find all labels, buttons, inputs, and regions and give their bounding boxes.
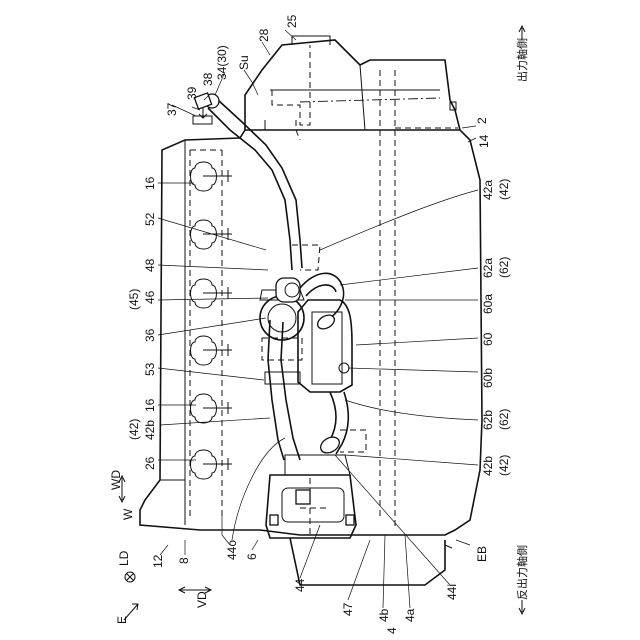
label-52: 52 <box>143 212 157 226</box>
label-16-bottom: 16 <box>143 398 157 412</box>
port-6 <box>191 450 233 479</box>
label-62a-paren: (62) <box>497 257 511 278</box>
label-16-top: 16 <box>143 176 157 190</box>
label-38: 38 <box>201 72 215 86</box>
label-48: 48 <box>143 258 157 272</box>
label-39: 39 <box>185 86 199 100</box>
label-60: 60 <box>481 332 495 346</box>
label-4a: 4a <box>403 608 417 622</box>
label-42a-paren: (42) <box>497 179 511 200</box>
label-4: 4 <box>385 627 399 634</box>
port-3 <box>191 279 233 308</box>
label-W: W <box>121 508 135 520</box>
label-WD: WD <box>109 470 123 490</box>
lower-hose-62b <box>318 392 366 456</box>
label-44i: 44i <box>445 584 459 600</box>
label-42b-left: 42b <box>143 420 157 440</box>
label-46: 46 <box>143 290 157 304</box>
label-42a: 42a <box>481 180 495 200</box>
label-60b: 60b <box>481 368 495 388</box>
label-E: E <box>115 616 129 624</box>
label-8: 8 <box>177 557 191 564</box>
label-36: 36 <box>143 328 157 342</box>
label-60a: 60a <box>481 294 495 314</box>
label-12: 12 <box>151 554 165 568</box>
label-VD: VD <box>195 591 209 608</box>
label-26: 26 <box>143 456 157 470</box>
canister-60 <box>298 273 352 392</box>
pipe-upper <box>193 93 302 270</box>
label-Su: Su <box>237 55 251 70</box>
label-LD: LD <box>117 550 131 566</box>
label-44: 44 <box>293 578 307 592</box>
intake-ports <box>191 162 233 479</box>
label-EB: EB <box>475 546 489 562</box>
label-output-side: 出力軸側 <box>515 38 529 82</box>
label-42b-right-paren: (42) <box>497 455 511 476</box>
label-42b-right: 42b <box>481 456 495 476</box>
label-4b: 4b <box>377 608 391 622</box>
label-47: 47 <box>341 602 355 616</box>
label-25: 25 <box>285 14 299 28</box>
label-28: 28 <box>257 28 271 42</box>
label-anti-output-side: 反出力軸側 <box>515 545 529 600</box>
label-42-left: (42) <box>127 419 141 440</box>
label-62b-paren: (62) <box>497 409 511 430</box>
label-34-30: 34(30) <box>215 45 229 80</box>
port-5 <box>191 394 233 423</box>
leader-lines <box>158 30 478 608</box>
label-44o: 44o <box>225 540 239 560</box>
label-6: 6 <box>245 553 259 560</box>
lower-device-44 <box>266 455 452 585</box>
label-45: (45) <box>127 289 141 310</box>
label-62b: 62b <box>481 410 495 430</box>
label-53: 53 <box>143 362 157 376</box>
label-62a: 62a <box>481 258 495 278</box>
port-4 <box>191 336 233 365</box>
port-2 <box>191 220 233 249</box>
label-2: 2 <box>475 117 489 124</box>
label-37: 37 <box>165 102 179 116</box>
port-1 <box>191 162 233 191</box>
label-14: 14 <box>477 134 491 148</box>
